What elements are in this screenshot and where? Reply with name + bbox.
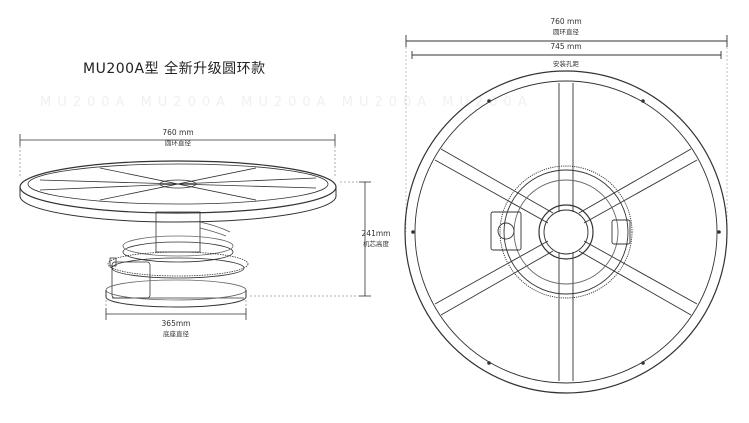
top-mount-hole-value: 745 mm bbox=[550, 42, 581, 51]
top-ring-diameter-label: 圆环直径 bbox=[553, 27, 580, 36]
top-outer-ring bbox=[404, 70, 728, 394]
side-ring-diameter-value: 760 mm bbox=[162, 128, 193, 137]
side-ring bbox=[19, 160, 337, 223]
top-ring-diameter-value: 760 mm bbox=[550, 17, 581, 26]
side-base bbox=[105, 279, 247, 308]
top-mount-holes bbox=[411, 99, 721, 365]
top-motor-plate bbox=[490, 211, 631, 251]
side-base-dimension-line bbox=[105, 300, 247, 320]
product-title: MU200A型 全新升级圆环款 bbox=[83, 61, 266, 77]
side-height-dimension-line bbox=[250, 181, 371, 297]
side-height-label: 机芯高度 bbox=[363, 239, 390, 248]
top-mount-dimension-line bbox=[411, 51, 722, 59]
side-view bbox=[19, 134, 371, 320]
side-base-diameter-value: 365mm bbox=[162, 319, 191, 328]
top-ring-dimension-line bbox=[405, 35, 728, 232]
top-view bbox=[404, 35, 728, 394]
side-height-value: 241mm bbox=[362, 229, 391, 238]
side-base-diameter-label: 底座直径 bbox=[163, 329, 190, 338]
side-ring-diameter-label: 圆环直径 bbox=[165, 138, 192, 147]
top-spokes bbox=[434, 83, 698, 381]
watermark-text: MU200A MU200A MU200A MU200A MU200A bbox=[40, 95, 533, 110]
top-hub bbox=[538, 204, 594, 260]
side-core-column bbox=[122, 211, 234, 263]
top-mount-hole-label: 安装孔距 bbox=[553, 59, 580, 68]
side-gear-assembly bbox=[107, 251, 249, 299]
side-ring-dimension-line bbox=[19, 134, 336, 178]
